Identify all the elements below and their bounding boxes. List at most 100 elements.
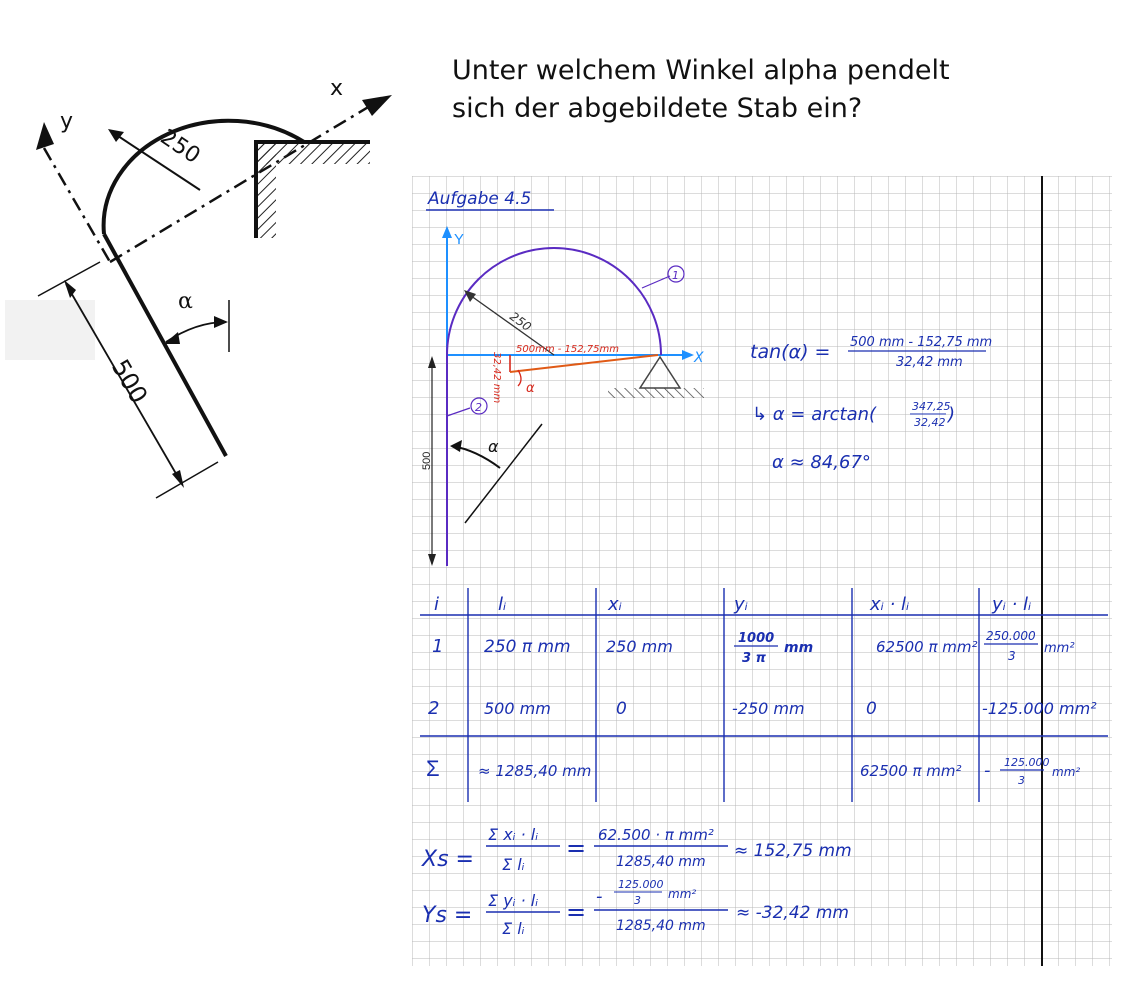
alpha-result: α ≈ 84,67° — [772, 452, 871, 473]
question-text: Unter welchem Winkel alpha pendelt sich … — [452, 52, 1072, 128]
fig-dim-arrow-bottom-icon — [428, 554, 436, 566]
row2-l: 500 mm — [484, 699, 551, 718]
arctan-close: ) — [946, 404, 955, 425]
sum-xl: 62500 π mm² — [860, 762, 962, 780]
fig-leader-1 — [641, 275, 671, 289]
table-header-l: lᵢ — [498, 594, 506, 615]
row1-l: 250 π mm — [484, 637, 571, 657]
grid-paper — [412, 176, 1112, 966]
table-header-x: xᵢ — [607, 594, 622, 615]
arctan-prefix: ↳ α = arctan( — [752, 404, 877, 425]
row1-y-numerator: 1000 — [738, 631, 774, 646]
row1-yl-denominator: 3 — [1008, 649, 1016, 663]
row1-x: 250 mm — [606, 637, 673, 656]
fig-x-label: X — [693, 350, 704, 366]
fig-alpha-small-arc — [517, 369, 522, 387]
sum-yl-numerator: 125.000 — [1004, 756, 1050, 769]
fig-centroid-line — [509, 354, 659, 373]
sum-i: Σ — [426, 756, 440, 781]
fig-dim-500-label: 500 — [421, 452, 433, 470]
fig-semicircle — [446, 247, 662, 356]
fig-radius-arrow-icon — [464, 290, 476, 302]
tan-numerator: 500 mm - 152,75 mm — [850, 335, 992, 350]
radius-arrow-icon — [108, 129, 124, 142]
row2-x: 0 — [616, 699, 627, 719]
row2-y: -250 mm — [732, 699, 805, 718]
xs-f1-numerator: Σ xᵢ · lᵢ — [488, 825, 538, 844]
dim-arrow-bottom-icon — [172, 470, 184, 488]
sketch-radius-label: 250 — [156, 125, 205, 169]
sum-yl-unit: mm² — [1052, 765, 1080, 779]
scan-shadow — [5, 300, 95, 360]
tan-denominator: 32,42 mm — [896, 355, 963, 370]
fig-alpha-big: α — [488, 437, 499, 456]
sketch-length-label: 500 — [106, 355, 153, 409]
ys-f2-unit: mm² — [668, 887, 696, 901]
fig-label-1: 1 — [672, 269, 679, 282]
y-axis-line — [42, 147, 112, 263]
sketch-y-label: y — [60, 109, 73, 134]
dim-500-line — [65, 283, 183, 485]
table-header-xl: xᵢ · lᵢ — [869, 594, 909, 615]
fig-x-arrow-icon — [682, 350, 694, 360]
row2-yl: -125.000 mm² — [982, 699, 1097, 718]
sum-yl-denominator: 3 — [1018, 774, 1025, 787]
table-header-y: yᵢ — [733, 594, 748, 615]
ys-f2-inner-denominator: 3 — [634, 894, 641, 907]
dim-ext-bottom — [155, 461, 219, 499]
fig-alpha-small: α — [526, 381, 535, 396]
fig-y-offset-label: 32,42 mm — [491, 352, 502, 404]
ys-f1-numerator: Σ yᵢ · lᵢ — [488, 891, 538, 910]
wall-support — [254, 140, 370, 238]
row2-xl: 0 — [866, 699, 877, 719]
y-axis-arrow-icon — [36, 122, 54, 150]
straight-rod — [102, 233, 228, 457]
question-line-2: sich der abgebildete Stab ein? — [452, 93, 863, 124]
fig-support-hatch — [608, 388, 704, 398]
tan-lhs: tan(α) = — [750, 341, 830, 363]
fig-y-arrow-icon — [442, 226, 452, 238]
table-header-i: i — [434, 594, 439, 615]
fig-leader-2 — [446, 407, 471, 417]
semicircle-rod — [101, 118, 306, 235]
row1-yl-numerator: 250.000 — [986, 629, 1036, 643]
xs-f1-denominator: Σ lᵢ — [502, 855, 525, 874]
ys-equals: = — [566, 898, 586, 926]
ys-f1-denominator: Σ lᵢ — [502, 919, 525, 938]
arctan-denominator: 32,42 — [914, 416, 946, 429]
sum-yl-minus: - — [984, 760, 991, 781]
fig-circle-1 — [667, 265, 685, 283]
dim-arrow-top-icon — [64, 280, 76, 298]
ys-f2-inner-numerator: 125.000 — [618, 878, 664, 891]
fig-dim-arrow-top-icon — [428, 356, 436, 368]
ys-f2-minus: - — [596, 886, 603, 907]
fig-radius-line — [466, 292, 555, 356]
question-line-1: Unter welchem Winkel alpha pendelt — [452, 55, 950, 86]
table-header-yl: yᵢ · lᵢ — [991, 594, 1031, 615]
fig-x-offset-label: 500mm - 152,75mm — [516, 344, 619, 355]
x-axis-arrow-icon — [362, 95, 392, 116]
ys-f2-denominator: 1285,40 mm — [616, 918, 706, 934]
sketch-x-label: x — [330, 76, 343, 101]
row1-yl-unit: mm² — [1044, 641, 1075, 656]
solution-title: Aufgabe 4.5 — [427, 189, 531, 209]
row1-y-denominator: 3 π — [742, 651, 767, 666]
solution-sheet: Aufgabe 4.5 Y X 1 2 250 500 500mm - 152,… — [412, 176, 1112, 966]
row2-i: 2 — [428, 698, 439, 719]
xs-f2-numerator: 62.500 · π mm² — [598, 826, 714, 844]
row1-xl: 62500 π mm² — [876, 638, 978, 656]
alpha-arrow-left-icon — [164, 332, 180, 344]
arctan-numerator: 347,25 — [912, 400, 951, 413]
fig-alpha-big-arrow-icon — [450, 440, 462, 452]
sketch-alpha-label: α — [178, 289, 193, 314]
xs-f2-denominator: 1285,40 mm — [616, 854, 706, 870]
xs-equals: = — [566, 834, 586, 862]
problem-sketch: y x 250 500 α — [5, 76, 392, 499]
ys-lhs: Ys = — [422, 903, 472, 928]
fig-y-label: Y — [454, 231, 464, 248]
row1-i: 1 — [432, 636, 443, 657]
xs-lhs: Xs = — [421, 847, 474, 872]
alpha-arrow-right-icon — [214, 316, 228, 328]
row1-y-unit: mm — [784, 640, 813, 656]
dim-ext-top — [37, 261, 101, 297]
